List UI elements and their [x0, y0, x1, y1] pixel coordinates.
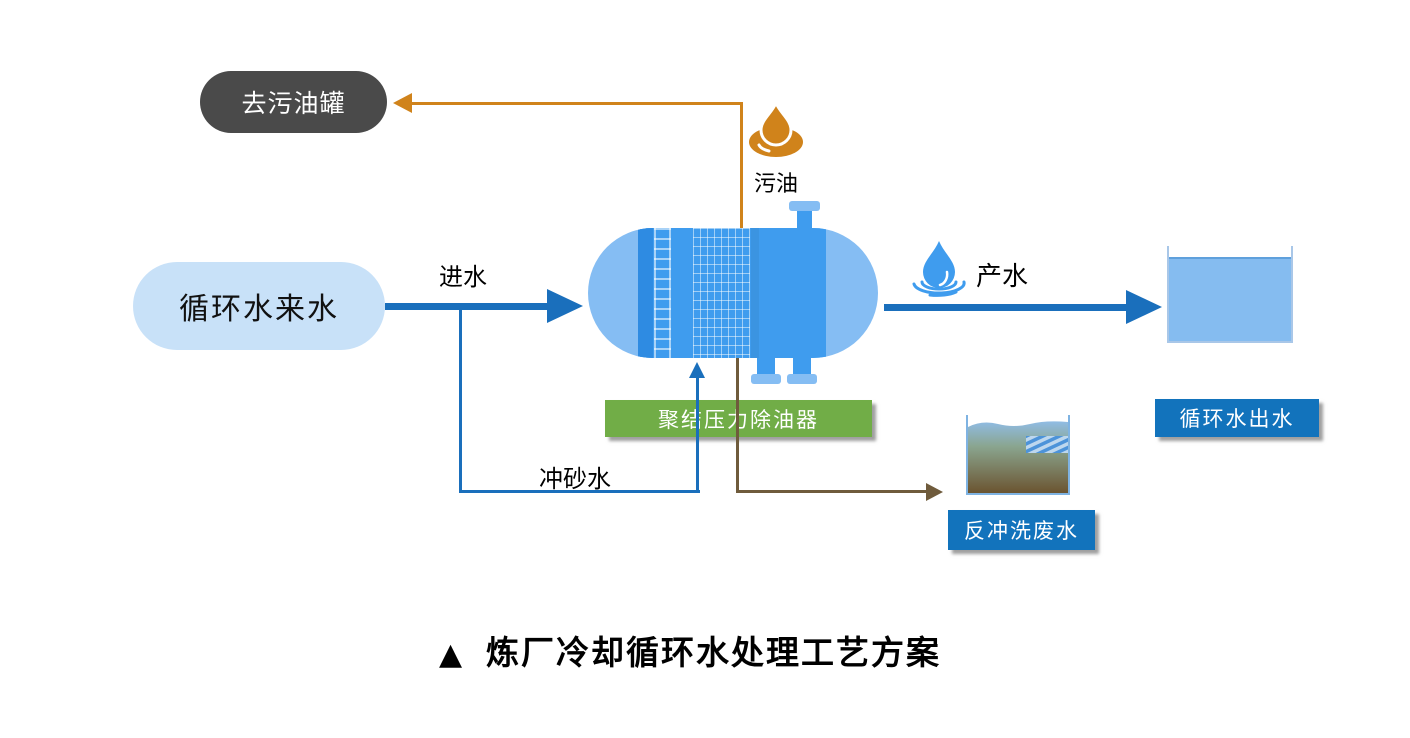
sand-flush-label: 冲砂水	[539, 465, 611, 493]
backwash-line-horizontal	[736, 490, 926, 493]
node-dirty-oil-tank-label: 去污油罐	[241, 89, 346, 118]
dirty-oil-line-vertical	[740, 102, 743, 228]
title-triangle-marker: ▲	[438, 637, 465, 672]
water-ripple-outer	[912, 280, 966, 295]
vessel-weld-band	[638, 228, 653, 358]
sand-flush-line-down	[459, 310, 462, 493]
diagram-title: ▲ 炼厂冷却循环水处理工艺方案	[0, 626, 1380, 674]
node-circulating-water-source-label: 循环水来水	[179, 292, 339, 327]
oil-drop-icon	[749, 101, 803, 157]
sand-flush-line-horizontal	[459, 490, 700, 493]
water-drop-highlight	[938, 270, 949, 287]
node-backwash-wastewater-label: 反冲洗废水	[964, 519, 1079, 543]
feed-water-label: 进水	[439, 263, 487, 291]
vessel-ladder-internal	[654, 228, 671, 358]
vessel-foot-right	[787, 374, 817, 384]
water-ripple-outer-2	[928, 290, 958, 297]
node-circulating-water-source: 循环水来水	[133, 262, 385, 350]
vessel-top-nozzle-flange	[789, 201, 820, 211]
node-backwash-wastewater: 反冲洗废水	[948, 510, 1095, 550]
waste-water-body	[968, 421, 1068, 493]
backwash-waste-tank-contents	[968, 421, 1068, 493]
product-water-label: 产水	[975, 262, 1028, 292]
title-text: 炼厂冷却循环水处理工艺方案	[486, 633, 942, 672]
coalescing-vessel	[588, 228, 878, 358]
waste-filter-media	[1026, 436, 1068, 453]
vessel-foot-left	[751, 374, 781, 384]
outlet-arrowhead	[1126, 290, 1162, 324]
outlet-arrow-line	[884, 304, 1127, 311]
sand-flush-line-up	[696, 377, 699, 493]
node-dirty-oil-tank: 去污油罐	[200, 71, 387, 133]
water-ripple-inner	[920, 280, 958, 291]
vessel-leg-right	[793, 356, 811, 378]
vessel-weld-band-2	[751, 228, 759, 358]
outlet-tank-water	[1169, 257, 1291, 341]
node-circulating-water-outlet-label: 循环水出水	[1179, 407, 1295, 431]
inlet-arrow-line	[385, 303, 548, 310]
dirty-oil-arrowhead-left	[393, 93, 412, 113]
vessel-top-nozzle	[797, 209, 812, 230]
oil-drop-highlight	[757, 143, 771, 153]
vessel-coalescing-media	[693, 228, 750, 358]
node-circulating-water-outlet: 循环水出水	[1155, 399, 1319, 437]
outlet-tank	[1167, 246, 1293, 343]
sand-flush-arrowhead-up	[689, 362, 705, 378]
backwash-line-down	[736, 358, 739, 493]
backwash-waste-tank	[966, 415, 1070, 495]
dirty-oil-label: 污油	[753, 172, 798, 197]
vessel-leg-left	[757, 356, 775, 378]
water-drop-icon	[912, 241, 966, 297]
dirty-oil-line-horizontal	[407, 102, 742, 105]
inlet-arrowhead	[547, 289, 583, 323]
backwash-arrowhead	[926, 483, 943, 501]
